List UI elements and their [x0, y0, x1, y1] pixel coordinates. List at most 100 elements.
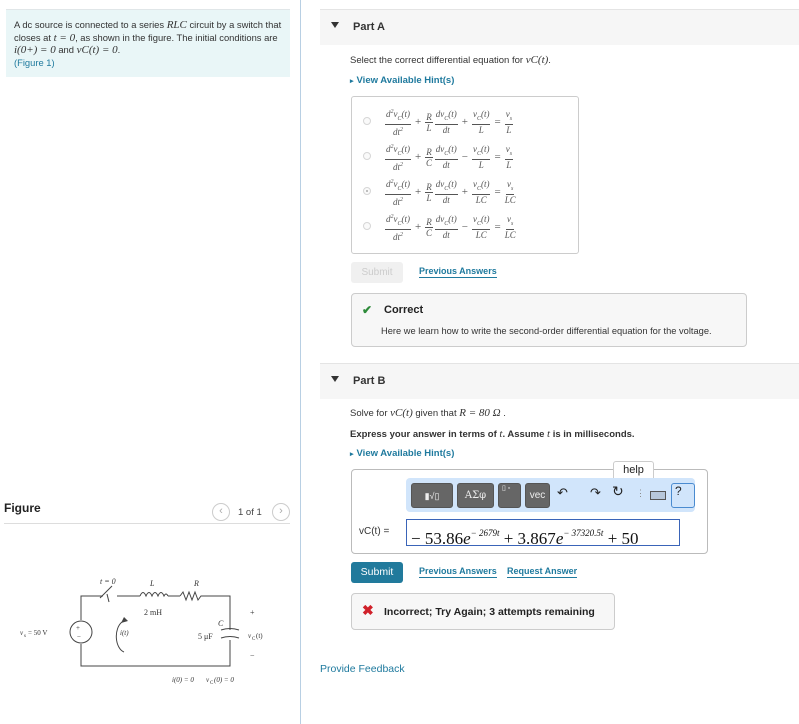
svg-text:(t): (t)	[256, 632, 263, 640]
svg-text:2 mH: 2 mH	[144, 608, 162, 617]
x-mark-icon: ✖	[362, 602, 374, 618]
part-a-previous-answers-link[interactable]: Previous Answers	[419, 266, 497, 278]
answer-input[interactable]: − 53.86e− 2679t + 3.867e− 37320.5t + 50	[406, 519, 680, 546]
svg-text:C: C	[252, 637, 256, 642]
answer-entry-box	[351, 469, 708, 554]
part-b-prompt: Solve for vC(t) given that R = 80 Ω .	[350, 407, 506, 419]
instruction-text: . Assume	[502, 429, 548, 440]
figure-header: Figure ‹ 1 of 1 ›	[4, 500, 290, 524]
more-icon[interactable]: ⋮	[636, 488, 645, 498]
part-a-header[interactable]: Part A	[320, 9, 799, 45]
svg-text:−: −	[77, 633, 81, 641]
radio-button-selected[interactable]	[363, 187, 371, 195]
vc-symbol: vC(t)	[390, 407, 413, 419]
instruction-text: is in milliseconds.	[550, 429, 635, 440]
radio-button[interactable]	[363, 152, 371, 160]
initial-current-expr: i(0+) = 0	[14, 44, 56, 56]
problem-text: and	[55, 44, 77, 55]
vector-button[interactable]: vec	[525, 483, 550, 508]
reset-icon[interactable]: ↻	[612, 483, 624, 499]
e-symbol: e	[555, 529, 564, 546]
math-toolbar: ▮√▯ ΑΣφ ▯ ▫ vec ↶ ↷ ↻ ⋮ ?	[406, 478, 695, 512]
svg-text:5 μF: 5 μF	[198, 632, 213, 641]
svg-text:s: s	[24, 634, 26, 639]
pane-divider[interactable]	[300, 0, 301, 724]
svg-text:L: L	[149, 579, 155, 588]
prompt-text: .	[548, 55, 551, 66]
problem-text: circuit by a switch that closes at	[14, 19, 282, 43]
problem-text: , as shown in the figure. The initial co…	[75, 31, 278, 43]
redo-icon[interactable]: ↷	[590, 485, 601, 500]
prompt-text: Select the correct differential equation…	[350, 55, 526, 66]
radio-button[interactable]	[363, 222, 371, 230]
part-b-hint-link[interactable]: ▸View Available Hint(s)	[350, 448, 454, 459]
part-a-submit-button[interactable]: Submit	[351, 262, 403, 283]
request-answer-link[interactable]: Request Answer	[507, 566, 578, 578]
chevron-right-icon[interactable]: ›	[272, 503, 290, 521]
figure-link[interactable]: (Figure 1)	[14, 56, 55, 68]
radio-button[interactable]	[363, 117, 371, 125]
hint-label: View Available Hint(s)	[356, 448, 455, 459]
collapse-triangle-icon[interactable]	[331, 376, 339, 382]
hint-label: View Available Hint(s)	[356, 75, 455, 86]
part-b-header[interactable]: Part B	[320, 363, 799, 399]
greek-symbols-button[interactable]: ΑΣφ	[457, 483, 494, 508]
svg-text:v: v	[20, 629, 24, 637]
svg-text:i(0) = 0: i(0) = 0	[172, 676, 194, 684]
correct-status: Correct	[384, 304, 424, 316]
figure-pager-count: 1 of 1	[238, 507, 262, 518]
caret-right-icon: ▸	[350, 78, 354, 85]
problem-text: A dc source is connected to a series	[14, 19, 167, 30]
svg-text:+: +	[250, 608, 255, 617]
undo-icon[interactable]: ↶	[557, 485, 568, 500]
svg-text:C: C	[218, 619, 224, 628]
part-b-submit-button[interactable]: Submit	[351, 562, 403, 583]
svg-text:v: v	[248, 632, 252, 640]
chevron-left-icon[interactable]: ‹	[212, 503, 230, 521]
correct-message: Here we learn how to write the second-or…	[381, 326, 712, 336]
subscript-button[interactable]: ▯ ▫	[498, 483, 521, 508]
incorrect-feedback-box: ✖ Incorrect; Try Again; 3 attempts remai…	[351, 593, 615, 630]
answer-label: vC(t) =	[359, 526, 390, 537]
svg-text:(0) = 0: (0) = 0	[214, 676, 234, 684]
help-button[interactable]: ?	[671, 483, 695, 508]
svg-text:R: R	[193, 579, 199, 588]
collapse-triangle-icon[interactable]	[331, 22, 339, 28]
part-b-instruction: Express your answer in terms of t. Assum…	[350, 428, 635, 440]
correct-feedback-box: ✔ Correct Here we learn how to write the…	[351, 293, 747, 347]
exponent: − 37320.5t	[563, 528, 604, 538]
svg-text:v: v	[206, 676, 210, 684]
resistance-expr: R = 80 Ω	[459, 407, 501, 419]
keyboard-icon[interactable]	[650, 491, 666, 500]
exponent: − 2679t	[470, 528, 500, 538]
e-symbol: e	[463, 529, 471, 546]
svg-text:= 50 V: = 50 V	[28, 629, 47, 637]
vc-symbol: vC(t)	[525, 54, 549, 66]
svg-text:−: −	[250, 651, 255, 660]
part-b-previous-answers-link[interactable]: Previous Answers	[419, 566, 497, 578]
part-a-prompt: Select the correct differential equation…	[350, 54, 551, 66]
part-b-title: Part B	[353, 375, 386, 387]
prompt-text: given that	[412, 408, 460, 419]
svg-text:+: +	[76, 624, 80, 632]
instruction-text: Express your answer in terms of	[350, 429, 500, 440]
answer-term: + 50	[603, 529, 639, 546]
prompt-text: Solve for	[350, 408, 391, 419]
provide-feedback-link[interactable]: Provide Feedback	[320, 663, 405, 675]
part-a-hint-link[interactable]: ▸View Available Hint(s)	[350, 75, 454, 86]
checkmark-icon: ✔	[362, 303, 373, 317]
help-tab[interactable]: help	[613, 461, 654, 478]
figure-title: Figure	[4, 501, 41, 515]
problem-statement: A dc source is connected to a series RLC…	[6, 9, 290, 77]
switch-label: t = 0	[100, 577, 116, 586]
svg-text:C: C	[210, 681, 214, 686]
templates-button[interactable]: ▮√▯	[411, 483, 453, 508]
answer-term: + 3.867	[499, 529, 556, 546]
